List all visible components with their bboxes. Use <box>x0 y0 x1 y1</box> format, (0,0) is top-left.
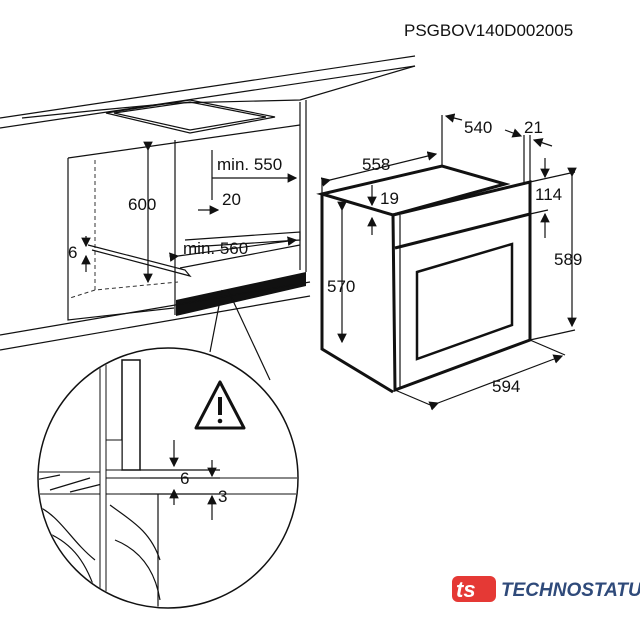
svg-text:ts: ts <box>456 577 476 602</box>
dim-detail-gap: 6 <box>180 469 189 488</box>
detail-magnifier: 6 3 <box>37 289 299 609</box>
dim-body-height: 570 <box>327 277 355 296</box>
dim-niche-width: min. 560 <box>183 239 248 258</box>
dim-panel-height: 114 <box>535 185 562 204</box>
dim-niche-height: 600 <box>128 195 156 214</box>
dim-front-thickness: 21 <box>524 118 543 137</box>
dim-front-width: 594 <box>492 377 520 396</box>
technostatus-logo: ts TECHNOSTATUS <box>452 576 640 602</box>
dim-top-offset: 19 <box>380 189 399 208</box>
dim-depth-body: 540 <box>464 118 492 137</box>
dim-side-offset: 6 <box>68 243 77 262</box>
warning-icon <box>194 380 246 430</box>
kitchen-cabinet <box>0 55 416 351</box>
dim-rail-offset: 20 <box>222 190 241 209</box>
dim-front-height: 589 <box>554 250 582 269</box>
dim-depth-total: 558 <box>362 155 390 174</box>
model-code: PSGBOV140D002005 <box>404 21 573 40</box>
brand-name: TECHNOSTATUS <box>501 580 640 601</box>
dim-detail-step: 3 <box>218 487 227 506</box>
dim-niche-depth: min. 550 <box>217 155 282 174</box>
